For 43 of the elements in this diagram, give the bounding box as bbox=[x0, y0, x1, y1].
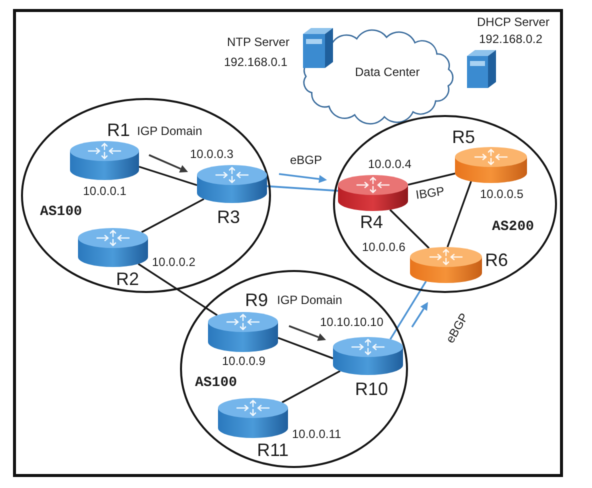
router-name: R6 bbox=[485, 251, 508, 269]
as-boundary bbox=[180, 270, 408, 468]
domain-label: IGP Domain bbox=[137, 125, 202, 137]
domain-label: IGP Domain bbox=[277, 294, 342, 306]
edge-label: eBGP bbox=[289, 154, 323, 166]
ip-address: 10.0.0.4 bbox=[368, 158, 412, 170]
as-boundary bbox=[21, 98, 271, 293]
connection-line bbox=[138, 166, 198, 186]
server-name: NTP Server bbox=[227, 36, 290, 48]
connection-line bbox=[282, 370, 341, 404]
ip-address: 10.10.10.10 bbox=[320, 316, 384, 328]
connection-line bbox=[408, 172, 456, 186]
as-number: AS200 bbox=[492, 220, 534, 234]
router-name: R3 bbox=[217, 208, 240, 226]
router-name: R11 bbox=[257, 441, 289, 459]
connection-line bbox=[138, 263, 218, 316]
router-name: R10 bbox=[355, 380, 388, 398]
ip-address: 10.0.0.1 bbox=[83, 185, 126, 197]
connection-line bbox=[389, 209, 430, 249]
router-name: R2 bbox=[116, 270, 140, 288]
router-name: R1 bbox=[107, 121, 130, 139]
as-number: AS100 bbox=[195, 376, 238, 390]
server-name: DHCP Server bbox=[477, 16, 550, 28]
router-name: R9 bbox=[245, 291, 268, 309]
node-label: Data Center bbox=[355, 66, 420, 78]
connection-line bbox=[266, 185, 338, 192]
ip-address: 10.0.0.3 bbox=[190, 148, 234, 160]
session-label: IBGP bbox=[415, 185, 446, 201]
as-number: AS100 bbox=[40, 205, 82, 219]
router-name: R5 bbox=[452, 128, 476, 146]
connection-line bbox=[390, 280, 427, 340]
connection-line bbox=[446, 181, 472, 248]
as-boundary bbox=[333, 115, 557, 293]
ip-address: 10.0.0.9 bbox=[222, 355, 266, 367]
ip-address: 192.168.0.2 bbox=[479, 33, 542, 45]
connection-line bbox=[278, 336, 334, 360]
ip-address: 10.0.0.2 bbox=[152, 256, 196, 268]
connection-line bbox=[141, 198, 204, 233]
router-name: R4 bbox=[360, 213, 384, 231]
ip-address: 10.0.0.11 bbox=[292, 428, 342, 440]
ip-address: 192.168.0.1 bbox=[224, 56, 288, 68]
ip-address: 10.0.0.6 bbox=[362, 241, 406, 253]
ip-address: 10.0.0.5 bbox=[480, 188, 524, 200]
